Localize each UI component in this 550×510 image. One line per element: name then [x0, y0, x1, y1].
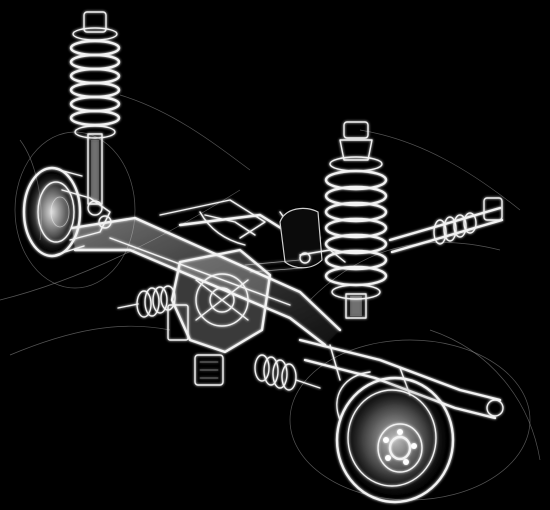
- right-coil-spring: [324, 121, 388, 319]
- right-cv-boot: [254, 354, 321, 391]
- differential-housing: [170, 248, 272, 386]
- ghost-outlines: [0, 94, 541, 501]
- left-cv-boot: [117, 285, 189, 341]
- left-hub-bracket: [61, 189, 112, 241]
- left-coil-spring: [69, 11, 121, 216]
- panhard-link: [244, 249, 346, 273]
- right-brake-drum: [335, 371, 455, 504]
- rear-bushing: [279, 207, 323, 269]
- left-brake-drum: [22, 166, 85, 258]
- right-half-shaft: [388, 197, 504, 254]
